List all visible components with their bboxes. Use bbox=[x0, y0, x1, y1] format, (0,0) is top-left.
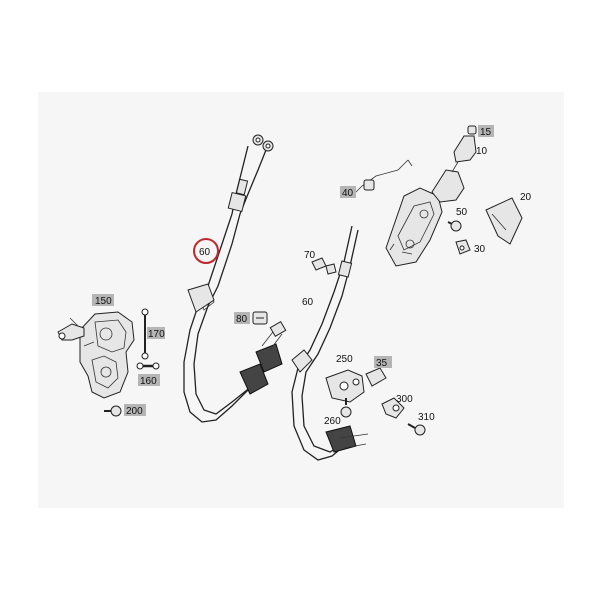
label-10: 10 bbox=[476, 146, 488, 157]
label-tag-15 bbox=[478, 125, 494, 137]
label-310: 310 bbox=[418, 412, 435, 423]
label-tag-150 bbox=[92, 294, 114, 306]
label-50: 50 bbox=[456, 207, 468, 218]
label-80: 80 bbox=[236, 314, 248, 325]
gearshift-cable-pair[interactable] bbox=[183, 134, 287, 423]
label-tag-160 bbox=[138, 374, 160, 386]
clip-30[interactable] bbox=[455, 239, 471, 255]
shift-boot-20[interactable] bbox=[485, 197, 523, 245]
cable-bracket-250[interactable] bbox=[325, 369, 365, 403]
screw-50[interactable] bbox=[447, 220, 462, 232]
diagram-background bbox=[38, 92, 564, 508]
bolt-310[interactable] bbox=[407, 423, 426, 436]
label-60: 60 bbox=[302, 297, 314, 308]
elbow-fitting-300[interactable] bbox=[381, 397, 405, 419]
label-170: 170 bbox=[148, 329, 165, 340]
label-tag-170 bbox=[147, 327, 165, 339]
pin[interactable] bbox=[136, 362, 160, 370]
label-35: 35 bbox=[376, 358, 388, 369]
label-tag-35 bbox=[374, 356, 392, 368]
label-30: 30 bbox=[474, 244, 486, 255]
shift-lever-10[interactable] bbox=[431, 135, 477, 203]
bolt-260[interactable] bbox=[340, 398, 352, 418]
label-250: 250 bbox=[336, 354, 353, 365]
knob-cap-15[interactable] bbox=[467, 125, 477, 135]
label-tag-200 bbox=[124, 404, 146, 416]
cable-clip-80[interactable] bbox=[252, 311, 268, 325]
label-150: 150 bbox=[95, 296, 112, 307]
highlight-circle bbox=[193, 238, 219, 264]
label-160: 160 bbox=[140, 376, 157, 387]
label-15: 15 bbox=[480, 127, 492, 138]
label-20: 20 bbox=[520, 192, 532, 203]
label-tag-40 bbox=[340, 186, 356, 198]
gearshift-cable-single[interactable] bbox=[291, 225, 369, 461]
label-200: 200 bbox=[126, 406, 143, 417]
label-60-circled: 60 bbox=[199, 247, 211, 258]
label-300: 300 bbox=[396, 394, 413, 405]
label-40: 40 bbox=[342, 188, 354, 199]
label-70: 70 bbox=[304, 250, 316, 261]
retaining-clip-70[interactable] bbox=[311, 257, 337, 275]
sensor-wire-40[interactable] bbox=[353, 159, 413, 195]
link-rod[interactable] bbox=[141, 308, 149, 360]
shift-bracket-assembly[interactable] bbox=[57, 311, 135, 399]
label-260: 260 bbox=[324, 416, 341, 427]
label-tag-80 bbox=[234, 312, 250, 324]
shifter-housing[interactable] bbox=[385, 187, 443, 267]
bolt-200[interactable] bbox=[104, 405, 122, 417]
clip-35[interactable] bbox=[365, 367, 387, 387]
